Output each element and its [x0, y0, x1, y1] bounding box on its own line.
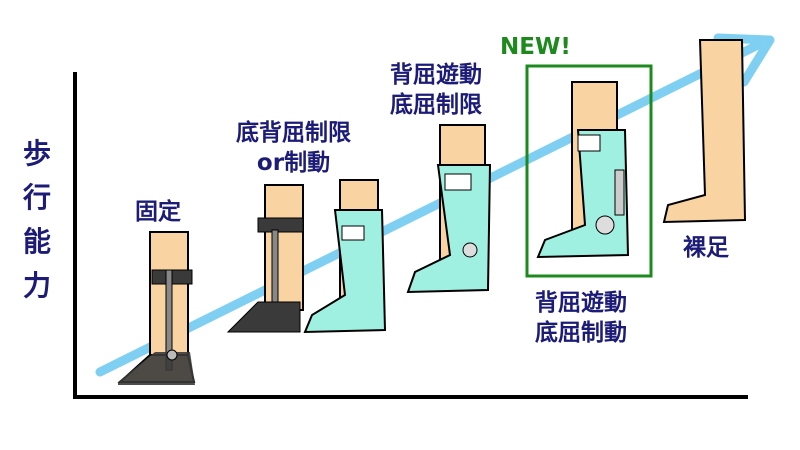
label-barefoot: 裸足 [683, 235, 729, 261]
leg-dorsiflexion-free-afo [406, 124, 492, 294]
y-axis-label: 歩 行 能 力 [22, 132, 52, 308]
y-label-char: 行 [22, 181, 51, 214]
leg-dorsiflexion-free-plantarflexion-damped-afo [536, 81, 630, 259]
y-label-char: 歩 [22, 137, 51, 170]
new-badge: NEW! [500, 34, 571, 60]
leg-fixed-afo [117, 231, 196, 385]
label-dorsi-free-plantar-restricted: 背屈遊動底屈制限 [390, 62, 482, 118]
progress-arrow [95, 33, 775, 377]
y-label-char: 能 [22, 225, 51, 258]
new-highlight-box [525, 64, 653, 278]
y-label-char: 力 [22, 269, 51, 302]
leg-restricted-afo [226, 179, 387, 334]
label-fixed: 固定 [135, 199, 181, 225]
leg-barefoot [662, 39, 747, 224]
label-dorsi-free-plantar-damped: 背屈遊動底屈制動 [535, 290, 627, 346]
